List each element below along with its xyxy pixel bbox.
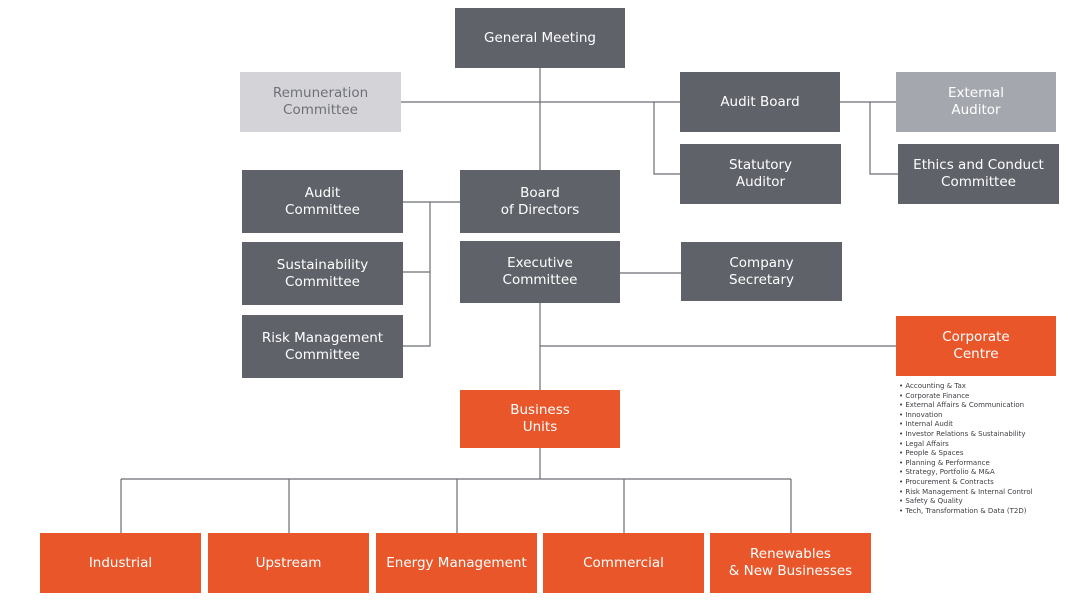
business-units-box: Business Units (460, 390, 620, 448)
corporate-centre-function-item: Legal Affairs (899, 440, 1079, 450)
corporate-centre-function-item: Investor Relations & Sustainability (899, 430, 1079, 440)
audit-board-box: Audit Board (680, 72, 840, 132)
corporate-centre-box: Corporate Centre (896, 316, 1056, 376)
industrial-box: Industrial (40, 533, 201, 593)
corporate-centre-function-item: Planning & Performance (899, 459, 1079, 469)
corporate-centre-function-item: Corporate Finance (899, 392, 1079, 402)
corporate-centre-function-item: Accounting & Tax (899, 382, 1079, 392)
corporate-centre-function-item: External Affairs & Communication (899, 401, 1079, 411)
corporate-centre-function-item: Risk Management & Internal Control (899, 488, 1079, 498)
connector-ethics-committee (869, 102, 898, 175)
general-meeting-box: General Meeting (455, 8, 625, 68)
corporate-centre-function-item: Safety & Quality (899, 497, 1079, 507)
energy-management-box: Energy Management (376, 533, 537, 593)
corporate-centre-function-item: Procurement & Contracts (899, 478, 1079, 488)
statutory-auditor-box: Statutory Auditor (680, 144, 841, 204)
ethics-conduct-committee-box: Ethics and Conduct Committee (898, 144, 1059, 204)
corporate-centre-function-list: Accounting & TaxCorporate FinanceExterna… (899, 382, 1079, 516)
risk-management-committee-box: Risk Management Committee (242, 315, 403, 378)
commercial-box: Commercial (543, 533, 704, 593)
board-of-directors-box: Board of Directors (460, 170, 620, 233)
sustainability-committee-box: Sustainability Committee (242, 242, 403, 305)
corporate-centre-function-item: Strategy, Portfolio & M&A (899, 468, 1079, 478)
executive-committee-box: Executive Committee (460, 241, 620, 303)
corporate-centre-function-item: Internal Audit (899, 420, 1079, 430)
connector-committees-bracket (402, 202, 431, 347)
renewables-new-businesses-box: Renewables & New Businesses (710, 533, 871, 593)
upstream-box: Upstream (208, 533, 369, 593)
remuneration-committee-box: Remuneration Committee (240, 72, 401, 132)
external-auditor-box: External Auditor (896, 72, 1056, 132)
corporate-centre-function-item: Tech, Transformation & Data (T2D) (899, 507, 1079, 517)
corporate-centre-function-item: Innovation (899, 411, 1079, 421)
audit-committee-box: Audit Committee (242, 170, 403, 233)
company-secretary-box: Company Secretary (681, 242, 842, 301)
corporate-centre-function-item: People & Spaces (899, 449, 1079, 459)
connector-statutory-auditor (653, 102, 680, 175)
